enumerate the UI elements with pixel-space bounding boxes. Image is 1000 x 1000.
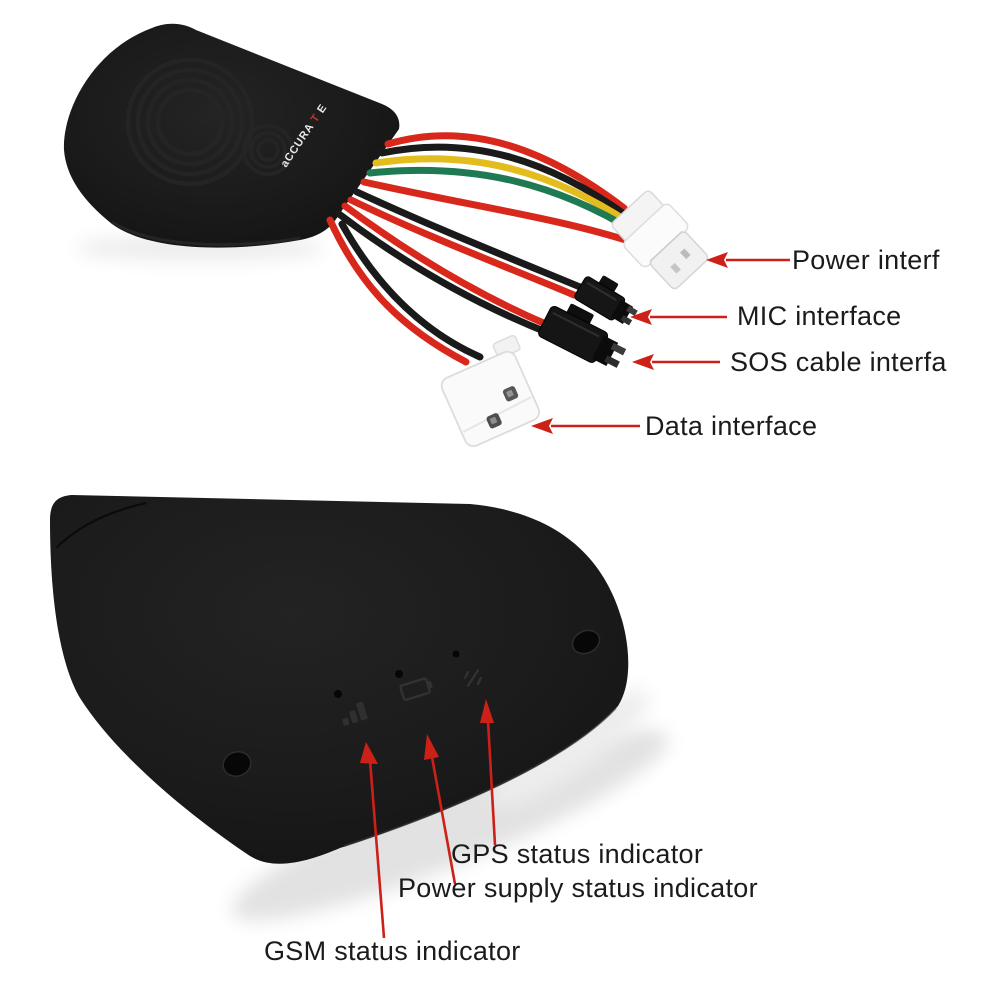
gsm-indicator-arrow bbox=[360, 742, 386, 939]
mic-interface-arrow bbox=[630, 309, 727, 325]
gsm-led bbox=[334, 690, 342, 698]
case-swirl-pattern bbox=[125, 57, 294, 187]
wire-red-mic bbox=[347, 196, 578, 299]
power-supply-indicator-arrow bbox=[424, 734, 457, 885]
wire-red-power-2 bbox=[360, 178, 642, 248]
data-interface-arrow bbox=[531, 418, 640, 434]
screw-hole-bottom-left bbox=[222, 751, 252, 777]
data-interface-label: Data interface bbox=[645, 411, 818, 441]
wire-black-data bbox=[338, 220, 484, 361]
wire-green-power bbox=[366, 166, 639, 236]
cable-harness bbox=[326, 132, 642, 366]
mic-interface-label: MIC interface bbox=[737, 301, 902, 331]
power-led bbox=[395, 670, 403, 678]
case-bottom-seam bbox=[111, 220, 301, 247]
power-connector bbox=[611, 190, 709, 290]
wire-yellow-power bbox=[372, 155, 635, 228]
tracker-closeup-body bbox=[50, 495, 629, 864]
gps-led bbox=[452, 650, 460, 658]
battery-icon bbox=[399, 677, 433, 702]
tracker-device-closeup bbox=[50, 495, 629, 864]
wire-black-mic bbox=[353, 188, 584, 291]
satellite-icon bbox=[463, 668, 483, 688]
power-interface-label: Power interf bbox=[792, 245, 940, 275]
screw-hole-top-right bbox=[571, 629, 601, 655]
data-connector bbox=[440, 334, 541, 448]
power-interface-arrow bbox=[706, 252, 790, 268]
tracker-device-with-cables: aCCURA T E bbox=[63, 23, 400, 248]
wire-red-sos bbox=[341, 202, 552, 329]
sos-connector bbox=[538, 303, 627, 368]
sos-interface-arrow bbox=[632, 354, 720, 370]
mic-connector bbox=[574, 275, 638, 326]
annotation-arrows bbox=[360, 252, 790, 939]
case-seam-line bbox=[55, 501, 147, 549]
wire-red-data bbox=[326, 216, 470, 366]
wire-red-power bbox=[384, 132, 628, 212]
wire-black-sos bbox=[335, 210, 555, 338]
power-supply-status-indicator-label: Power supply status indicator bbox=[398, 873, 758, 903]
case-bottom-edge-highlight bbox=[343, 707, 617, 847]
signal-bars-icon bbox=[342, 701, 368, 726]
gps-indicator-arrow bbox=[480, 699, 497, 846]
gps-status-indicator-label: GPS status indicator bbox=[451, 839, 704, 869]
sos-interface-label: SOS cable interfa bbox=[730, 347, 947, 377]
wire-black-power bbox=[378, 143, 631, 220]
bottom-device-shadow-right bbox=[490, 690, 650, 806]
gsm-status-indicator-label: GSM status indicator bbox=[264, 936, 521, 966]
